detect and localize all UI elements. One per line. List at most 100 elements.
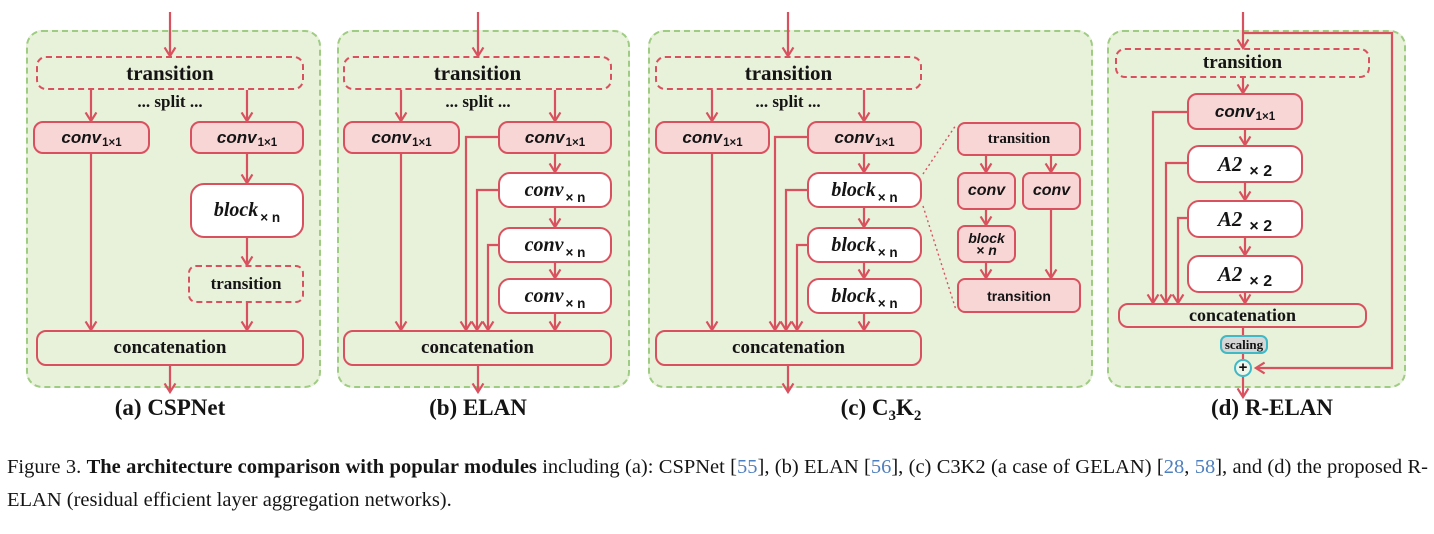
block-label: block [831,178,876,201]
elan-split-label: ... split ... [445,92,511,111]
relan-transition-label: transition [1202,52,1283,73]
cspnet-transition-label: transition [126,60,214,85]
conv-subscript: 1×1 [875,136,895,149]
caption-bold-title: The architecture comparison with popular… [86,456,537,478]
caption-segment: including (a): CSPNet [ [536,456,738,478]
c3k2-detail-transition-bottom: transition [957,278,1081,313]
caption-segment: ], and (d) the proposed R-ELAN (residual… [7,456,1429,511]
relan-a2-box-2: A2× 2 [1187,200,1303,238]
panel-a-title: (a) CSPNet [114,395,226,420]
a2-subscript: × 2 [1249,273,1273,290]
concatenation-label: concatenation [1189,305,1296,325]
a2-label: A2 [1217,261,1243,286]
conv-subscript: × n [565,295,586,311]
conv-label: conv [524,178,564,201]
caption-segment: ], (c) C3K2 (a case of GELAN) [ [891,456,1164,478]
caption-segment: , [1184,456,1195,478]
panel-c-title-k: K [896,395,914,420]
conv-label: conv [967,182,1006,199]
elan-conv-n-box-1: conv× n [498,172,612,208]
conv-label: conv [524,233,564,256]
concatenation-label: concatenation [113,337,227,358]
panel-c-title-sub3: 3 [888,408,897,424]
conv-subscript: 1×1 [102,136,122,149]
panel-b-title: (b) ELAN [429,395,527,420]
cspnet-transition-mid-box: transition [188,265,304,303]
caption-prefix: Figure 3. [7,456,87,478]
a2-label: A2 [1217,151,1243,176]
conv-label: conv [682,127,723,147]
citation-link-56[interactable]: 56 [870,456,892,478]
c3k2-concatenation-box: concatenation [655,330,922,366]
conv-label: conv [1214,101,1255,121]
concatenation-label: concatenation [421,337,534,358]
panel-d-title: (d) R-ELAN [1210,395,1334,420]
conv-subscript: 1×1 [565,136,586,149]
c3k2-transition-box: transition [655,56,922,90]
relan-transition-box: transition [1115,48,1370,78]
c3k2-transition-label: transition [744,60,833,85]
cspnet-block-box: block× n [190,183,304,238]
conv-subscript: 1×1 [257,136,278,149]
cspnet-split-label: ... split ... [137,92,203,111]
conv-label: conv [524,127,565,147]
panel-c-title-text: (c) C [840,395,889,420]
relan-a2-box-1: A2 × 2 [1187,145,1303,183]
a2-subscript: × 2 [1249,163,1273,180]
block-subscript: × n [877,244,898,260]
c3k2-block-n-box-3: block× n [807,278,922,314]
conv-subscript: × n [565,244,586,260]
a2-label: A2 [1217,206,1243,231]
caption-segment: ], (b) ELAN [ [757,456,871,478]
conv-subscript: 1×1 [412,136,432,149]
c3k2-detail-conv-right: conv [1022,172,1081,210]
elan-conv-n-box-2: conv× n [498,227,612,263]
elan-transition-box: transition [343,56,612,90]
elan-concatenation-box: concatenation [343,330,612,366]
conv-label: conv [834,127,875,147]
relan-a2-box-3: A2 × 2 [1187,255,1303,293]
citation-link-28[interactable]: 28 [1163,456,1185,478]
c3k2-detail-conv-left: conv [957,172,1016,210]
transition-label: transition [987,287,1051,304]
c3k2-detail-block-box: block× n [957,225,1016,263]
scaling-label: scaling [1224,336,1264,352]
conv-subscript: × n [565,189,586,205]
conv-label: conv [524,284,564,307]
block-subscript: × n [260,210,281,225]
block-label: block [831,233,876,256]
elan-transition-label: transition [433,60,522,85]
cspnet-transition-box: transition [36,56,304,90]
transition-label: transition [987,130,1051,147]
citation-link-58[interactable]: 58 [1194,456,1216,478]
block-subscript: × n [877,189,898,205]
conv-label: conv [61,127,102,147]
block-label: block [968,230,1005,246]
block-subscript: × n [877,295,898,311]
conv-label: conv [1032,182,1071,199]
c3k2-block-n-box-2: block× n [807,227,922,263]
conv-label: conv [371,127,412,147]
c3k2-split-label: ... split ... [755,92,821,111]
block-subscript: × n [976,242,997,258]
block-label: block [213,199,259,221]
relan-scaling-box: scaling [1220,335,1268,354]
block-label: block [831,284,876,307]
figure-caption: Figure 3. The architecture comparison wi… [7,451,1428,517]
c3k2-block-n-box-1: block× n [807,172,922,208]
concatenation-label: concatenation [732,337,845,358]
add-icon: + [1234,359,1252,377]
panel-c-title-sub2: 2 [913,408,922,424]
relan-concatenation-box: concatenation [1118,303,1367,328]
conv-subscript: 1×1 [1255,110,1276,123]
cspnet-concatenation-box: concatenation [36,330,304,366]
citation-link-55[interactable]: 55 [737,456,758,478]
elan-conv-n-box-3: conv× n [498,278,612,314]
